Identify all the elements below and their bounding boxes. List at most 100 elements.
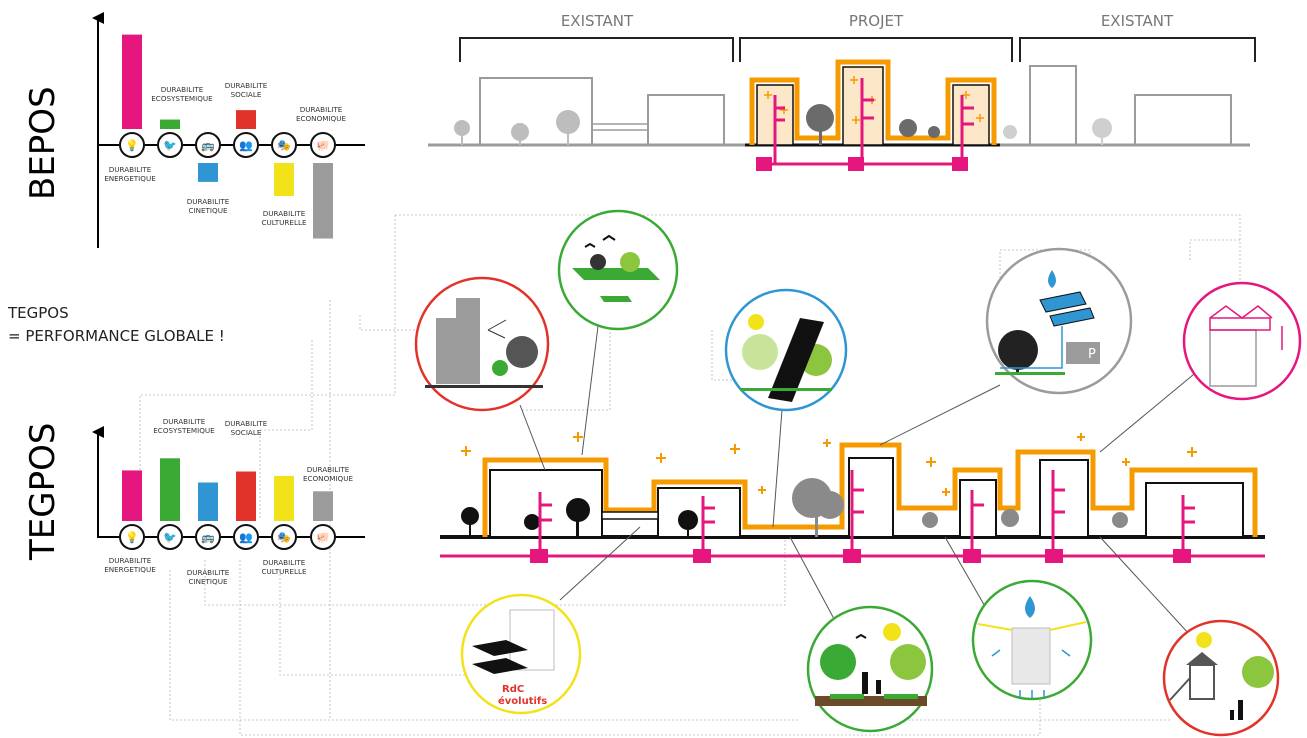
bepos-label-culturelle-1: CULTURELLE bbox=[261, 218, 306, 227]
main-pipes bbox=[538, 470, 1195, 556]
existing-building-right bbox=[1134, 94, 1232, 146]
tegpos-label-economique-0: DURABILITE bbox=[307, 465, 350, 474]
top-section: EXISTANT PROJET EXISTANT bbox=[428, 12, 1256, 171]
tegpos-bar-ecosystemique bbox=[160, 458, 180, 521]
main-section bbox=[440, 309, 1265, 636]
label-projet: PROJET bbox=[849, 12, 904, 30]
tegpos-icon-cinetique bbox=[195, 524, 221, 550]
parking-label: P bbox=[1088, 347, 1096, 362]
main-trees-grey bbox=[792, 478, 1128, 537]
economique-icon: 🐖 bbox=[316, 531, 330, 544]
culturelle-icon: 🎭 bbox=[277, 531, 291, 544]
bepos-label-cinetique-1: CINETIQUE bbox=[188, 206, 227, 215]
tegpos-bar-cinetique bbox=[198, 482, 218, 521]
callout-rdc: RdC évolutifs bbox=[460, 593, 582, 715]
tegpos-label-cinetique-1: CINETIQUE bbox=[188, 577, 227, 586]
tegpos-label-ecosystemique-0: DURABILITE bbox=[163, 417, 206, 426]
energetique-icon: 💡 bbox=[125, 531, 139, 544]
rdc-label-line1: RdC bbox=[502, 684, 524, 695]
ecosystemique-icon: 🐦 bbox=[163, 531, 177, 544]
tegpos-bar-energetique bbox=[122, 470, 142, 521]
tegpos-title: TEGPOS bbox=[23, 423, 63, 561]
projet-building-3 bbox=[952, 84, 990, 146]
callout-lines bbox=[519, 309, 1206, 636]
rdc-label-line2: évolutifs bbox=[498, 695, 547, 707]
tegpos-chart: TEGPOS 💡 🐦 🚌 👥 🎭 🐖 DURABILITE ENERGETIQUE DURAB… bbox=[23, 417, 365, 586]
existing-trees-left bbox=[454, 110, 580, 145]
bepos-bar-sociale bbox=[236, 110, 256, 129]
projet-plus-signs bbox=[764, 76, 984, 124]
cinetique-icon: 🚌 bbox=[201, 139, 215, 152]
projet-orange-envelope bbox=[749, 59, 997, 145]
sociale-icon: 👥 bbox=[239, 531, 253, 544]
existing-tower bbox=[1029, 65, 1077, 146]
tegpos-label-energetique-1: ENERGETIQUE bbox=[104, 565, 156, 574]
cinetique-icon: 🚌 bbox=[201, 531, 215, 544]
tegpos-bar-sociale bbox=[236, 471, 256, 521]
bepos-icon-ecosystemique bbox=[157, 132, 183, 158]
bepos-label-economique-0: DURABILITE bbox=[300, 105, 343, 114]
callout-social-building bbox=[414, 276, 550, 412]
bepos-chart: BEPOS 💡🐦🚌👥🎭🐖 DURABILITEENERGETIQUEDURABI… bbox=[23, 12, 365, 248]
existing-bridge bbox=[591, 123, 649, 131]
bepos-icon-culturelle bbox=[271, 132, 297, 158]
main-orange-envelope bbox=[482, 442, 1258, 537]
tegpos-label-culturelle-1: CULTURELLE bbox=[261, 567, 306, 576]
main-buildings bbox=[489, 457, 1244, 538]
economique-icon: 🐖 bbox=[316, 139, 330, 152]
tagline-line2: = PERFORMANCE GLOBALE ! bbox=[8, 327, 225, 345]
tegpos-bar-economique bbox=[313, 491, 333, 521]
tegpos-label-sociale-1: SOCIALE bbox=[231, 428, 262, 437]
tagline: TEGPOS = PERFORMANCE GLOBALE ! bbox=[7, 304, 225, 345]
bepos-label-ecosystemique-0: DURABILITE bbox=[161, 85, 204, 94]
bepos-label-sociale-1: SOCIALE bbox=[231, 90, 262, 99]
tegpos-icon-sociale bbox=[233, 524, 259, 550]
tegpos-icon-economique bbox=[310, 524, 336, 550]
tegpos-label-ecosystemique-1: ECOSYSTEMIQUE bbox=[153, 426, 215, 435]
bepos-label-culturelle-0: DURABILITE bbox=[263, 209, 306, 218]
bepos-label-cinetique-0: DURABILITE bbox=[187, 197, 230, 206]
bepos-title: BEPOS bbox=[23, 86, 63, 200]
tegpos-bar-culturelle bbox=[274, 475, 294, 521]
callout-water-energy: P bbox=[985, 247, 1133, 395]
bepos-label-ecosystemique-1: ECOSYSTEMIQUE bbox=[151, 94, 213, 103]
main-trees bbox=[461, 498, 698, 537]
tegpos-label-culturelle-0: DURABILITE bbox=[263, 558, 306, 567]
bepos-bar-cinetique bbox=[198, 163, 218, 182]
callout-playground bbox=[1162, 619, 1280, 737]
existing-building-small bbox=[647, 94, 725, 146]
bepos-label-energetique-1: ENERGETIQUE bbox=[104, 174, 156, 183]
callout-mobility bbox=[724, 288, 848, 412]
tegpos-label-cinetique-0: DURABILITE bbox=[187, 568, 230, 577]
callout-infiltration bbox=[971, 579, 1093, 701]
main-bridge bbox=[601, 511, 659, 520]
callout-ecosystem bbox=[557, 209, 679, 331]
bepos-label-economique-1: ECONOMIQUE bbox=[296, 114, 346, 123]
existing-trees-right bbox=[1003, 118, 1112, 145]
bepos-icon-cinetique bbox=[195, 132, 221, 158]
tegpos-icon-ecosystemique bbox=[157, 524, 183, 550]
tegpos-label-economique-1: ECONOMIQUE bbox=[303, 474, 353, 483]
callout-adaptable bbox=[1182, 281, 1302, 401]
callout-park bbox=[806, 605, 934, 733]
label-existant-right: EXISTANT bbox=[1101, 12, 1174, 30]
bepos-bar-economique bbox=[313, 163, 333, 239]
culturelle-icon: 🎭 bbox=[277, 139, 291, 152]
bepos-bar-ecosystemique bbox=[160, 119, 180, 129]
bepos-bar-energetique bbox=[122, 34, 142, 129]
label-existant-left: EXISTANT bbox=[561, 12, 634, 30]
main-plus-signs bbox=[461, 432, 1197, 496]
bracket-existant-left bbox=[459, 37, 734, 62]
existing-building-large bbox=[479, 77, 593, 146]
bepos-icon-economique bbox=[310, 132, 336, 158]
tegpos-label-sociale-0: DURABILITE bbox=[225, 419, 268, 428]
bepos-icon-energetique bbox=[119, 132, 145, 158]
bepos-label-sociale-0: DURABILITE bbox=[225, 81, 268, 90]
bracket-existant-right bbox=[1019, 37, 1256, 62]
tagline-line1: TEGPOS bbox=[7, 304, 69, 322]
projet-pipe-nodes bbox=[756, 157, 968, 171]
projet-trees bbox=[806, 104, 940, 145]
bepos-bar-culturelle bbox=[274, 163, 294, 197]
